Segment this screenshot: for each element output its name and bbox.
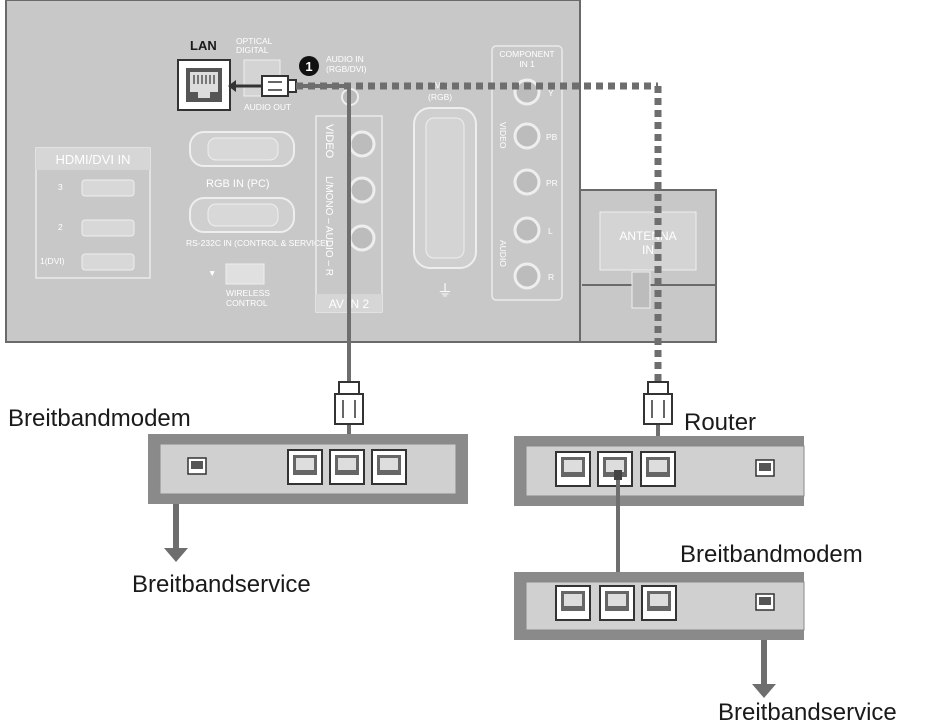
- component-in1-block: COMPONENT IN 1 VIDEO AUDIO Y PB PR L R: [491, 45, 563, 301]
- router-port-2: [597, 451, 633, 487]
- left-service-label: Breitbandservice: [132, 571, 311, 598]
- wireless-label: WIRELESS: [226, 288, 270, 298]
- left-modem: Breitbandmodem Breitbandservice: [8, 405, 468, 598]
- router-port-1: [555, 451, 591, 487]
- modem-port-1: [287, 449, 323, 485]
- right-modem-port-2: [599, 585, 635, 621]
- antenna-in-port: ANTENNA IN: [599, 211, 697, 309]
- digital-label: DIGITAL: [236, 45, 269, 55]
- lmono-audio-label: L/MONO – AUDIO – R: [323, 176, 334, 276]
- optical-label: OPTICAL: [236, 36, 273, 46]
- hdmi-port-2: [81, 219, 135, 237]
- control-label: CONTROL: [226, 298, 268, 308]
- callout-badge: 1: [299, 56, 319, 76]
- arrow-down-icon: [164, 548, 188, 562]
- component-video-label: VIDEO: [498, 122, 508, 149]
- right-modem-label: Breitbandmodem: [680, 541, 863, 568]
- rgb-in-label: RGB IN (PC): [206, 178, 270, 190]
- antenna-sub-label: IN: [642, 243, 654, 257]
- component-sub-label: IN 1: [519, 59, 535, 69]
- right-plug-icon: [643, 381, 673, 425]
- component-r-label: R: [548, 272, 554, 282]
- audio-out-label: AUDIO OUT: [244, 102, 291, 112]
- right-modem-port-3: [641, 585, 677, 621]
- component-pr-jack: [513, 168, 541, 196]
- component-pb-jack: [513, 122, 541, 150]
- right-modem-port-1: [555, 585, 591, 621]
- rs232-port: RS-232C IN (CONTROL & SERVICE): [186, 197, 329, 248]
- video-jack: [348, 130, 376, 158]
- hdmi-port-3-label: 3: [58, 182, 63, 192]
- arrow-down-icon: [752, 684, 776, 698]
- right-modem: Breitbandmodem Breitbandservice: [514, 541, 897, 724]
- modem-port-3: [371, 449, 407, 485]
- router-port-3: [640, 451, 676, 487]
- lan-port: LAN: [177, 38, 231, 111]
- modem-port-2: [329, 449, 365, 485]
- video-label: VIDEO: [323, 124, 335, 159]
- router: Router: [514, 409, 805, 506]
- left-plug-icon: [334, 381, 364, 425]
- component-l-jack: [513, 216, 541, 244]
- audio-in-label: AUDIO IN: [326, 54, 364, 64]
- right-service-label: Breitbandservice: [718, 699, 897, 724]
- callout-number: 1: [305, 59, 312, 74]
- component-pr-label: PR: [546, 178, 558, 188]
- left-modem-label: Breitbandmodem: [8, 405, 191, 432]
- lan-plug-icon: [228, 75, 297, 97]
- component-pb-label: PB: [546, 132, 558, 142]
- hdmi-block: HDMI/DVI IN 3 2 1(DVI): [35, 147, 151, 279]
- component-r-jack: [513, 262, 541, 290]
- hdmi-port-2-label: 2: [58, 222, 63, 232]
- audio-l-jack: [348, 176, 376, 204]
- component-label: COMPONENT: [499, 49, 554, 59]
- component-audio-label: AUDIO: [498, 240, 508, 267]
- hdmi-title: HDMI/DVI IN: [55, 152, 130, 167]
- component-l-label: L: [548, 226, 553, 236]
- tv-back-panel: LAN OPTICAL DIGITAL AUDIO OUT AUDIO IN (…: [5, 0, 717, 343]
- audio-r-jack: [348, 224, 376, 252]
- wireless-port: [225, 263, 265, 285]
- lan-label: LAN: [190, 38, 217, 53]
- av1-label: AV 1: [430, 80, 448, 90]
- audio-in-sub-label: (RGB/DVI): [326, 64, 367, 74]
- wireless-control-port: ▼ WIRELESS CONTROL: [208, 263, 270, 308]
- router-label: Router: [684, 409, 756, 436]
- component-y-jack: [513, 78, 541, 106]
- antenna-label: ANTENNA: [619, 229, 676, 243]
- component-y-label: Y: [548, 88, 554, 98]
- wireless-arrow-icon: ▼: [208, 268, 216, 278]
- hdmi-port-1-label: 1(DVI): [40, 256, 65, 266]
- ground-icon: ⏚: [437, 282, 453, 300]
- hdmi-port-1: [81, 253, 135, 271]
- rgb-in-port: RGB IN (PC): [189, 131, 295, 190]
- av1-sub-label: (RGB): [428, 92, 452, 102]
- rs232-label: RS-232C IN (CONTROL & SERVICE): [186, 238, 329, 248]
- hdmi-port-3: [81, 179, 135, 197]
- av1-scart-port: AV 1 (RGB) ⏚: [413, 80, 477, 300]
